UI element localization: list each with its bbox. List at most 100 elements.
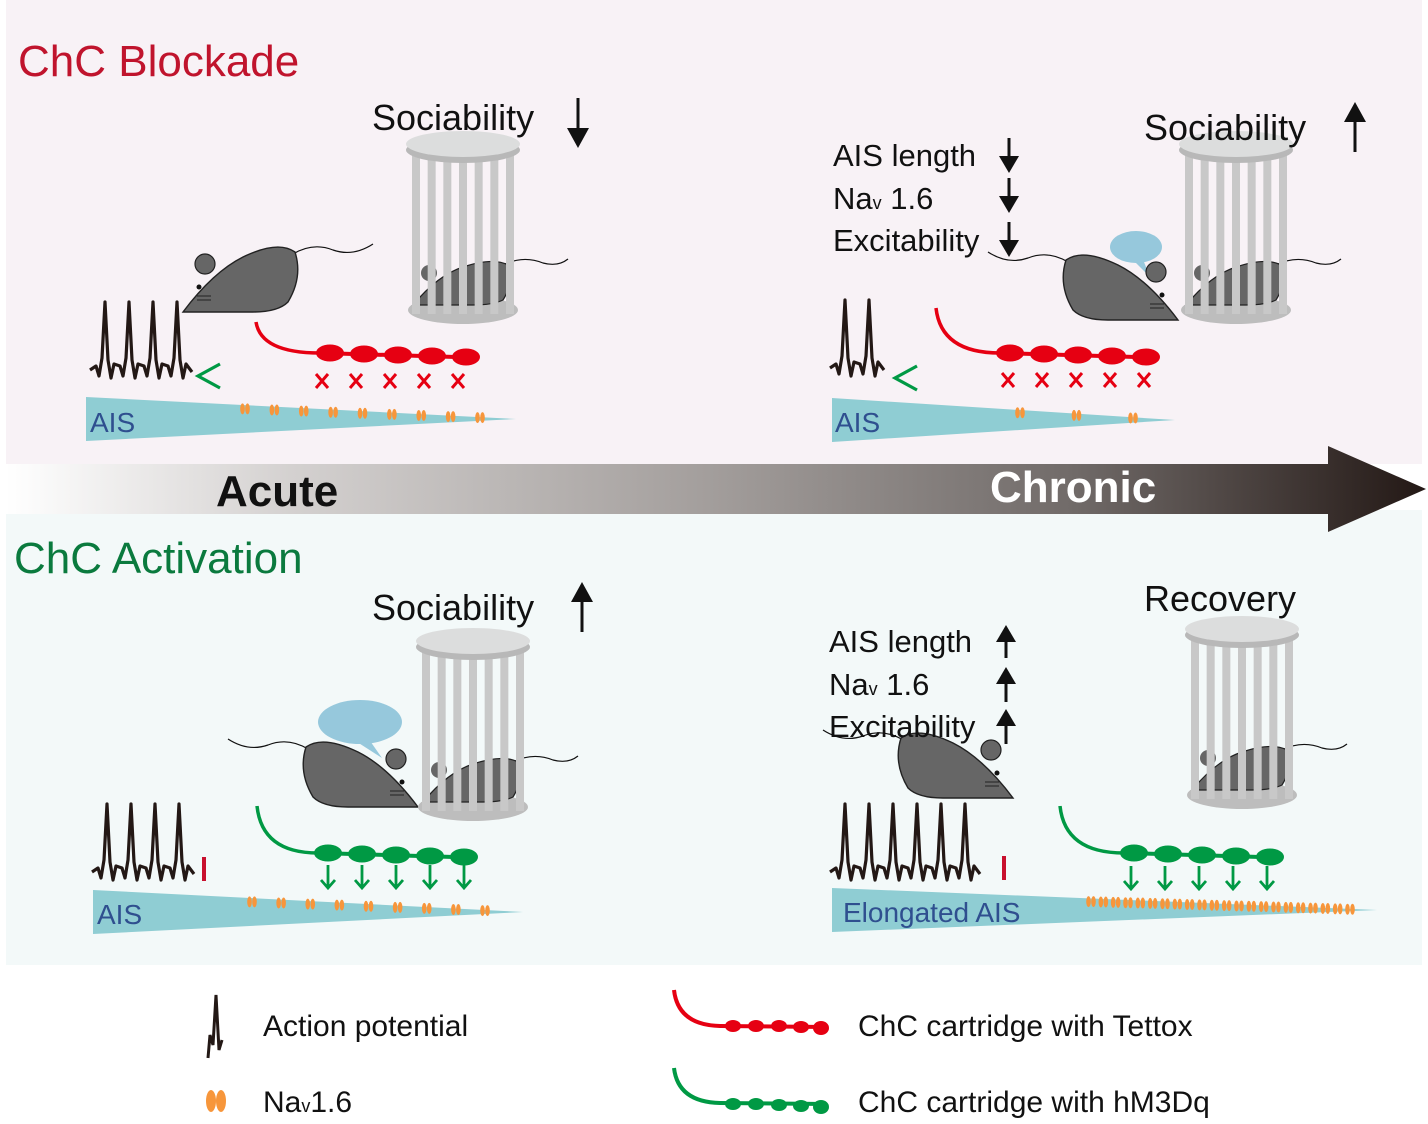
nav16-channel (1123, 897, 1133, 909)
nav16-half (1288, 901, 1294, 913)
cage-bar (516, 645, 524, 811)
nav16-channel (1128, 412, 1138, 424)
nav16-half (445, 411, 451, 423)
cage-bar (1285, 633, 1293, 799)
nav16-channel (445, 411, 456, 423)
nav16-half (362, 407, 368, 419)
cage-bar (1222, 633, 1231, 799)
nav16-half (298, 405, 304, 417)
bouton (418, 347, 446, 365)
nav16-channel (1332, 903, 1343, 915)
legend-nav16-label: Nav1.6 (263, 1086, 352, 1119)
mouse-body (181, 246, 299, 313)
activation-arrow-icon (1190, 866, 1208, 892)
nav16-half (357, 407, 363, 419)
nav16-channel (1172, 898, 1183, 910)
activation-arrow-icon (1224, 866, 1242, 892)
action-potential-trace (89, 300, 194, 380)
legend-hm3dq-label: ChC cartridge with hM3Dq (858, 1086, 1210, 1119)
ais-wedge (86, 397, 516, 441)
blockade-acute-cage (406, 131, 569, 324)
nav16-half (1197, 899, 1202, 911)
nav16-half (1283, 901, 1289, 913)
nav16-half (421, 409, 427, 421)
nav16-half (456, 904, 461, 916)
cage-bar (1263, 148, 1272, 314)
nav16-half (303, 405, 309, 417)
nav16-half (1071, 409, 1077, 421)
legend-action-potential-label: Action potential (263, 1010, 468, 1043)
nav16-half (1332, 903, 1338, 915)
nav16-half (1165, 898, 1170, 910)
activation-chronic-recovery-label: Recovery (1144, 578, 1296, 619)
arrow-head (194, 362, 221, 390)
nav16-half (1325, 902, 1331, 914)
nav16-half (274, 404, 280, 416)
nav16-channel (1098, 896, 1109, 908)
arrow-up-icon (996, 625, 1016, 744)
nav16-half (1251, 900, 1257, 912)
activation-arrow-icon (421, 865, 439, 891)
blockade-chronic-ais-label: AIS (835, 407, 880, 438)
bouton (314, 844, 342, 862)
activation-panel (6, 510, 1422, 965)
nav16-half (276, 897, 281, 909)
mouse-tail (292, 243, 374, 255)
cage-bar (427, 148, 436, 314)
nav16-channel (1135, 897, 1146, 909)
activation-chronic-inhibition (1002, 856, 1084, 880)
cage-bar (1200, 148, 1209, 314)
arrow-down-icon (999, 138, 1019, 257)
activation-title: ChC Activation (14, 534, 303, 583)
block-cross-icon (314, 373, 330, 389)
activation-chronic-change-ais-length: AIS length (829, 624, 972, 659)
nav16-half (392, 408, 397, 420)
activation-chronic-activation-arrows (1122, 866, 1276, 892)
nav16-half (1140, 897, 1146, 909)
ais-wedge (832, 398, 1175, 442)
activation-acute-activation-arrows (319, 865, 473, 891)
action-potential-trace (829, 802, 982, 882)
nav16-channel (392, 901, 403, 913)
nav16-channel (480, 905, 490, 917)
nav16-half (1123, 897, 1128, 909)
cage-bar (1247, 148, 1256, 314)
nav16-channel (1271, 901, 1281, 913)
nav16-half (387, 408, 392, 420)
mouse-ear (980, 739, 1002, 761)
cage-bar (1232, 148, 1240, 314)
nav16-channel (276, 897, 286, 909)
mouse-ear (1145, 261, 1167, 283)
nav16-half (1020, 407, 1025, 419)
activation-chronic-mouse (822, 729, 1015, 799)
nav16-half (1189, 899, 1195, 911)
legend: Action potential Nav1.6 ChC cartridge wi… (206, 989, 1210, 1119)
nav16-channel (240, 403, 250, 415)
bouton (1120, 844, 1148, 862)
bouton (416, 847, 444, 865)
nav16-half (1152, 897, 1158, 909)
nav16-half (252, 896, 257, 908)
arrow-up-icon (1344, 102, 1366, 152)
nav16-half (1177, 898, 1183, 910)
mouse-ear (194, 253, 216, 275)
nav16-icon (206, 1090, 226, 1112)
nav16-channel (1086, 896, 1096, 908)
mouse-tail (822, 729, 904, 741)
action-potential-trace (91, 802, 196, 882)
nav16-half (1226, 900, 1232, 912)
cage-bar (412, 148, 420, 314)
cage-bar (1216, 148, 1225, 314)
cartridge-axon (934, 307, 1001, 355)
mouse-tail (1281, 743, 1348, 751)
nav16-half (368, 900, 374, 912)
nav16-half (1115, 896, 1121, 908)
nav16-half (1246, 900, 1252, 912)
nav16-half (245, 403, 250, 415)
nav16-half (1184, 899, 1190, 911)
blockade-chronic-disinhibition-arrow (891, 364, 985, 392)
bouton (1098, 347, 1126, 365)
bouton (450, 848, 478, 866)
activation-arrow-icon (1156, 866, 1174, 892)
nav16-half (240, 403, 245, 415)
